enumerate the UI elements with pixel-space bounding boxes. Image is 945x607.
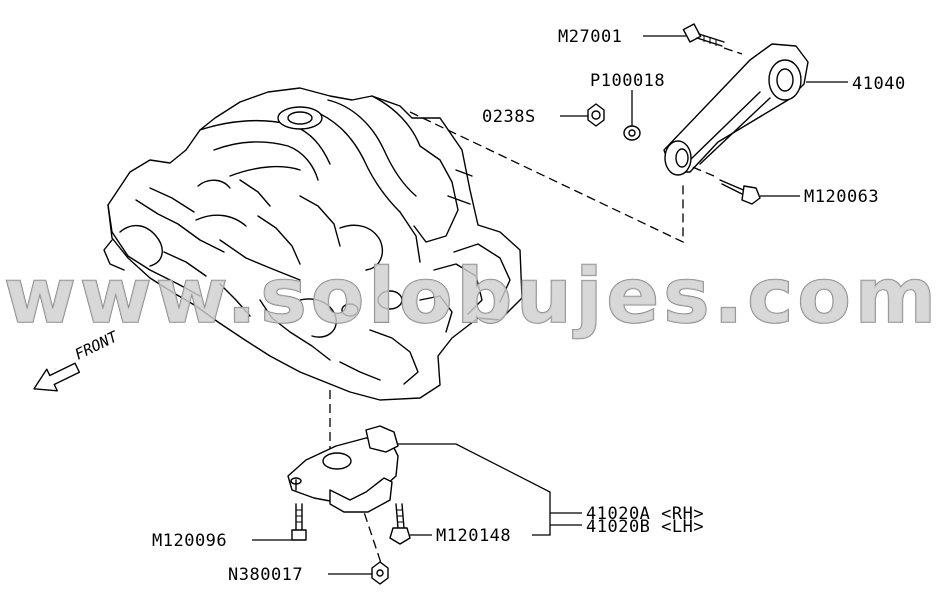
- label-41040: 41040: [852, 74, 906, 94]
- bolt-m120148: [389, 503, 411, 545]
- engine-mount-41020: [287, 425, 399, 513]
- label-m120063: M120063: [804, 187, 879, 207]
- bolt-m120096: [291, 503, 307, 541]
- label-0238s: 0238S: [482, 107, 536, 127]
- front-arrow-icon: [33, 362, 81, 392]
- label-41020b: 41020B <LH>: [586, 517, 704, 537]
- label-n380017: N380017: [228, 565, 303, 585]
- washer-p100018: [623, 125, 641, 141]
- label-m27001: M27001: [558, 27, 622, 47]
- label-m120096: M120096: [152, 531, 227, 551]
- watermark: www.solobujes.com: [4, 251, 940, 340]
- assembly-line-lower: [329, 390, 385, 573]
- bolt-m27001: [682, 23, 725, 47]
- leader-lines: [252, 35, 848, 575]
- label-m120148: M120148: [436, 526, 511, 546]
- pitching-stopper-41040: [663, 43, 809, 176]
- assembly-line-upper: [409, 47, 743, 244]
- nut-n380017: [371, 561, 389, 585]
- nut-0238s: [587, 103, 605, 127]
- bolt-m120063: [719, 179, 761, 205]
- engine-block: [103, 87, 523, 401]
- label-41020a: 41020A <RH>: [586, 504, 704, 524]
- label-p100018: P100018: [590, 71, 665, 91]
